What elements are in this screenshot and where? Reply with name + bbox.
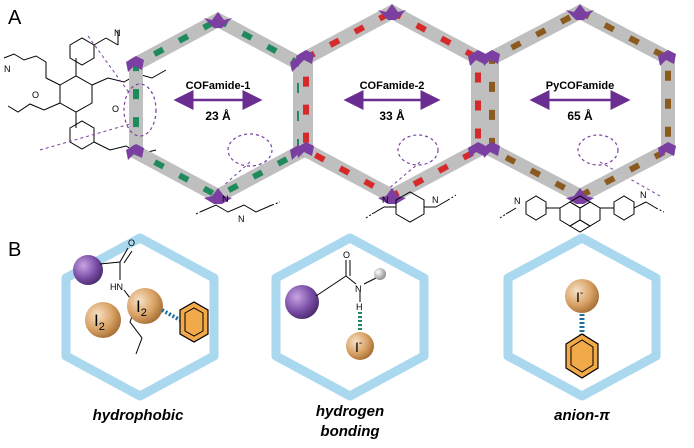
- cof-name-2: COFamide-2: [360, 80, 425, 92]
- label-bonding: bonding: [320, 423, 379, 440]
- zoom-circle-2: [397, 134, 439, 166]
- purple-sphere-2: [285, 285, 319, 319]
- pyrene-n1: N: [514, 196, 521, 206]
- iodine-label-1: I2: [94, 311, 105, 333]
- iodide-label-1: I-: [355, 338, 362, 355]
- framework-1-nodes: [126, 12, 308, 204]
- label-anion-pi: anion-π: [554, 407, 610, 424]
- hbond-h: H: [356, 302, 363, 312]
- azine-n2: N: [238, 214, 245, 224]
- framework-cofamide-2: [296, 4, 486, 204]
- label-hydrophobic: hydrophobic: [93, 407, 184, 424]
- azine-n1: N: [222, 194, 229, 204]
- zoom-circle-3: [577, 134, 619, 166]
- pyrene-n2: N: [640, 190, 647, 200]
- monomer-o-label-2: O: [32, 90, 39, 100]
- cof-name-1: COFamide-1: [186, 80, 251, 92]
- zoom-circle-1a: [123, 83, 157, 137]
- framework-3-nodes: [482, 4, 676, 204]
- anion-pi-scheme: [503, 233, 661, 401]
- hbond-n: N: [355, 284, 362, 294]
- hydrophobic-hn: HN: [110, 282, 123, 292]
- panel-a-letter: A: [8, 7, 22, 29]
- hbond-o: O: [343, 250, 350, 260]
- gray-sphere: [374, 268, 386, 280]
- framework-cofamide-1: [123, 12, 308, 204]
- cof-name-3: PyCOFamide: [546, 80, 614, 92]
- ppd-n2: N: [432, 195, 439, 205]
- interaction-dashes-1: [161, 308, 181, 322]
- framework-pycofamide: [482, 4, 676, 204]
- iodine-sphere-2: [127, 288, 163, 324]
- pore-size-3: 65 Å: [567, 108, 593, 123]
- iodide-sphere-1: [346, 332, 374, 360]
- monomer-n-label-2: N: [4, 64, 11, 74]
- linker-phenylenediamine: [365, 191, 457, 223]
- iodide-label-2: I-: [576, 288, 583, 305]
- linker-azine: [195, 201, 281, 215]
- monomer-structure: [3, 30, 167, 155]
- label-hydrogen: hydrogen: [316, 403, 384, 420]
- hydrophobic-o: O: [128, 238, 135, 248]
- framework-2-nodes: [296, 4, 486, 204]
- pore-size-1: 23 Å: [205, 108, 231, 123]
- panel-b-letter: B: [8, 239, 21, 261]
- pore-size-2: 33 Å: [379, 108, 405, 123]
- zoom-circle-1b: [227, 133, 273, 167]
- iodine-label-2: I2: [136, 297, 147, 319]
- hydrophobic-scheme: [61, 233, 219, 401]
- ppd-n1: N: [382, 195, 389, 205]
- iodine-sphere-1: [85, 302, 121, 338]
- monomer-o-label: O: [112, 104, 119, 114]
- hbond-scheme: [271, 233, 429, 401]
- purple-sphere-1: [73, 255, 103, 285]
- linker-pyrene: [499, 195, 665, 233]
- iodide-sphere-2: [565, 279, 599, 313]
- monomer-n-label: N: [114, 28, 121, 38]
